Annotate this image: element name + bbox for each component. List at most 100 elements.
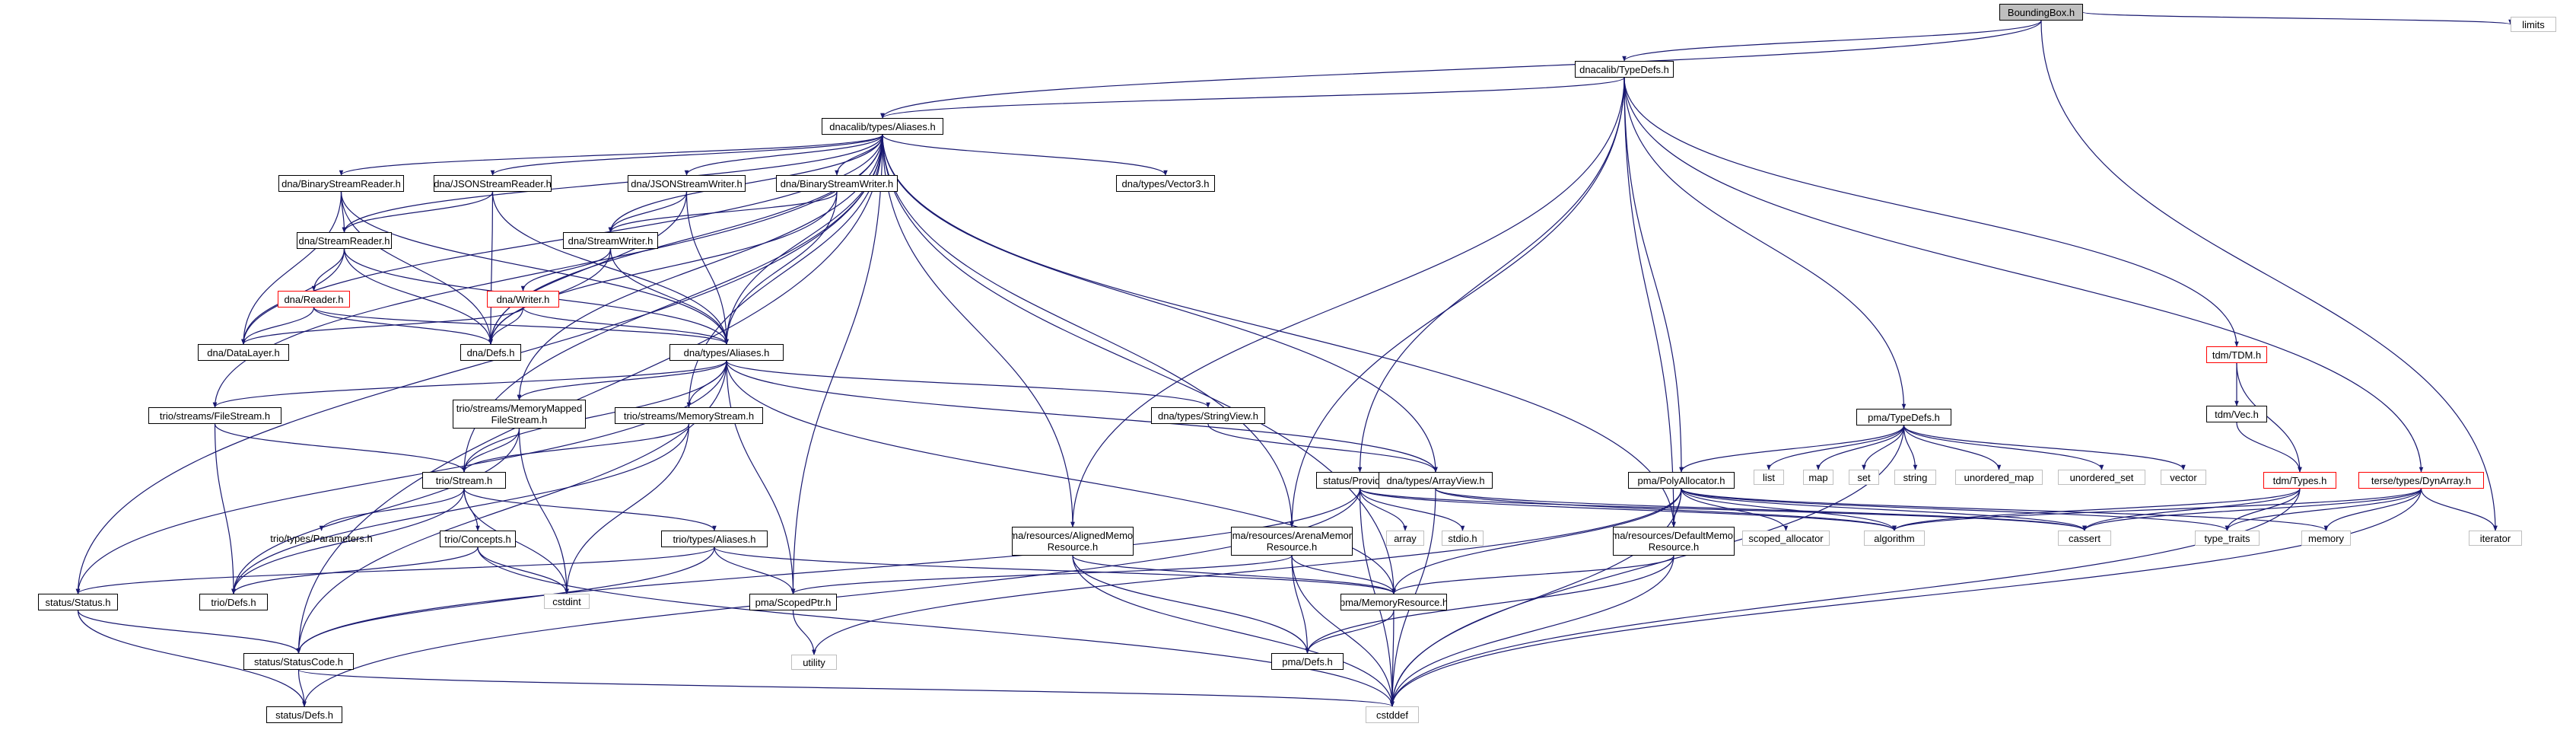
edge-typedefs-to-pma-typedefs: [1624, 77, 1907, 410]
node-stdio[interactable]: stdio.h: [1442, 531, 1484, 546]
node-list[interactable]: list: [1754, 470, 1784, 485]
edge-trio-stream-to-trio-params: [319, 488, 465, 531]
node-algorithm[interactable]: algorithm: [1864, 531, 1925, 546]
edge-typedefs-to-dc-aliases: [880, 77, 1625, 119]
node-set[interactable]: set: [1849, 470, 1879, 485]
node-bbox[interactable]: BoundingBox.h: [1999, 4, 2083, 21]
node-status-defs[interactable]: status/Defs.h: [266, 706, 342, 723]
edge-pma-typedefs-to-cstddef: [1390, 425, 1905, 707]
node-trio-mmf[interactable]: trio/streams/MemoryMapped FileStream.h: [453, 400, 586, 429]
edge-pma-poly-to-utility: [812, 488, 1682, 655]
node-dna-aliases[interactable]: dna/types/Aliases.h: [669, 344, 784, 361]
edge-trio-aliases-to-status-code: [296, 547, 715, 654]
edge-status-status-to-status-code: [77, 610, 301, 654]
node-trio-defs[interactable]: trio/Defs.h: [199, 594, 268, 610]
edge-pma-typedefs-to-unordered-map: [1903, 425, 2002, 470]
node-memory[interactable]: memory: [2301, 531, 2351, 546]
edge-stringview-to-arrayview: [1207, 423, 1438, 473]
node-pma-poly[interactable]: pma/PolyAllocator.h: [1628, 472, 1735, 489]
edge-pma-aligned-to-pma-memres: [1072, 555, 1396, 594]
edge-dc-aliases-to-status-status: [75, 134, 883, 594]
node-status-status[interactable]: status/Status.h: [38, 594, 118, 610]
edge-dc-aliases-to-pma-scoped: [790, 134, 883, 594]
node-array[interactable]: array: [1386, 531, 1424, 546]
node-dc-aliases[interactable]: dnacalib/types/Aliases.h: [822, 118, 943, 135]
node-stringview[interactable]: dna/types/StringView.h: [1151, 407, 1265, 424]
node-trio-memstream[interactable]: trio/streams/MemoryStream.h: [615, 407, 763, 424]
node-iterator[interactable]: iterator: [2469, 531, 2522, 546]
node-trio-concepts[interactable]: trio/Concepts.h: [440, 531, 516, 547]
edge-status-provider-to-algorithm: [1359, 488, 1897, 531]
node-tdm-vec[interactable]: tdm/Vec.h: [2206, 406, 2267, 422]
edge-trio-concepts-to-cstddef: [477, 547, 1395, 707]
node-status-code[interactable]: status/StatusCode.h: [243, 653, 354, 670]
edge-bbox-to-iterator: [2040, 20, 2498, 531]
edge-writer-to-datalayer: [241, 307, 524, 345]
node-typedefs[interactable]: dnacalib/TypeDefs.h: [1575, 61, 1674, 78]
edge-terse-dynarray-to-iterator: [2420, 488, 2498, 531]
node-pma-aligned[interactable]: pma/resources/AlignedMemory Resource.h: [1012, 527, 1134, 556]
node-string[interactable]: string: [1894, 470, 1936, 485]
node-limits[interactable]: limits: [2511, 17, 2556, 32]
node-reader[interactable]: dna/Reader.h: [278, 291, 350, 308]
edge-trio-mmf-to-cstdint: [518, 428, 569, 594]
node-map[interactable]: map: [1803, 470, 1833, 485]
node-scoped-allocator[interactable]: scoped_allocator: [1742, 531, 1830, 546]
node-pma-default[interactable]: pma/resources/DefaultMemory Resource.h: [1613, 527, 1735, 556]
node-vector[interactable]: vector: [2161, 470, 2206, 485]
edge-dc-aliases-to-arrayview: [882, 134, 1438, 473]
node-trio-filestream[interactable]: trio/streams/FileStream.h: [148, 407, 281, 424]
node-trio-params[interactable]: trio/types/Parameters.h: [270, 532, 373, 544]
edge-status-provider-to-status-code: [296, 488, 1361, 654]
edge-tdm-types-to-type-traits: [2225, 488, 2301, 531]
edge-dc-aliases-to-pma-arena: [882, 134, 1294, 527]
node-tdm-types[interactable]: tdm/Types.h: [2263, 472, 2336, 489]
node-utility[interactable]: utility: [791, 655, 837, 670]
node-pma-defs[interactable]: pma/Defs.h: [1271, 653, 1344, 670]
node-type-traits[interactable]: type_traits: [2195, 531, 2260, 546]
node-jsw[interactable]: dna/JSONStreamWriter.h: [628, 175, 746, 192]
edge-dna-aliases-to-stringview: [726, 360, 1210, 408]
node-pma-arena[interactable]: pma/resources/ArenaMemory Resource.h: [1231, 527, 1353, 556]
node-bsr[interactable]: dna/BinaryStreamReader.h: [278, 175, 404, 192]
node-cstddef[interactable]: cstddef: [1366, 706, 1419, 723]
node-bsw[interactable]: dna/BinaryStreamWriter.h: [776, 175, 898, 192]
node-writer[interactable]: dna/Writer.h: [487, 291, 559, 308]
node-cstdint[interactable]: cstdint: [544, 594, 590, 609]
edge-dna-aliases-to-trio-filestream: [212, 360, 727, 408]
edge-status-code-to-status-defs: [297, 669, 307, 707]
edge-pma-aligned-to-cstddef: [1072, 555, 1395, 707]
edge-streamwriter-to-dna-aliases: [609, 248, 729, 345]
node-vec3[interactable]: dna/types/Vector3.h: [1116, 175, 1215, 192]
edge-pma-scoped-to-utility: [792, 610, 816, 655]
edge-typedefs-to-pma-aligned: [1070, 77, 1625, 527]
edge-pma-default-to-pma-defs: [1305, 555, 1674, 654]
edge-streamreader-to-reader: [311, 248, 345, 292]
node-trio-stream[interactable]: trio/Stream.h: [422, 472, 506, 489]
edge-jsw-to-streamwriter: [608, 191, 688, 233]
node-streamwriter[interactable]: dna/StreamWriter.h: [563, 232, 658, 249]
node-pma-memres[interactable]: pma/MemoryResource.h: [1340, 594, 1447, 610]
node-pma-typedefs[interactable]: pma/TypeDefs.h: [1856, 409, 1951, 425]
node-dnadefs[interactable]: dna/Defs.h: [460, 344, 521, 361]
edge-bsr-to-datalayer: [241, 191, 342, 345]
edge-dna-aliases-to-pma-scoped: [726, 360, 796, 594]
node-unordered-set[interactable]: unordered_set: [2058, 470, 2145, 485]
node-cassert[interactable]: cassert: [2058, 531, 2111, 546]
node-terse-dynarray[interactable]: terse/types/DynArray.h: [2358, 472, 2484, 489]
edge-bsw-to-dna-aliases: [724, 191, 838, 345]
edge-pma-arena-to-pma-defs: [1291, 555, 1310, 654]
node-tdm-tdm[interactable]: tdm/TDM.h: [2206, 346, 2267, 363]
edge-writer-to-dna-aliases: [522, 307, 729, 345]
node-arrayview[interactable]: dna/types/ArrayView.h: [1379, 472, 1493, 489]
node-jsr[interactable]: dna/JSONStreamReader.h: [434, 175, 552, 192]
node-pma-scoped[interactable]: pma/ScopedPtr.h: [749, 594, 837, 610]
node-datalayer[interactable]: dna/DataLayer.h: [198, 344, 289, 361]
edge-terse-dynarray-to-type-traits: [2225, 488, 2422, 531]
edge-bbox-to-typedefs: [1622, 20, 2042, 62]
edge-pma-typedefs-to-list: [1767, 425, 1905, 470]
node-streamreader[interactable]: dna/StreamReader.h: [297, 232, 392, 249]
node-unordered-map[interactable]: unordered_map: [1955, 470, 2043, 485]
edge-trio-memstream-to-cstdint: [564, 423, 690, 594]
node-trio-aliases[interactable]: trio/types/Aliases.h: [661, 531, 768, 547]
